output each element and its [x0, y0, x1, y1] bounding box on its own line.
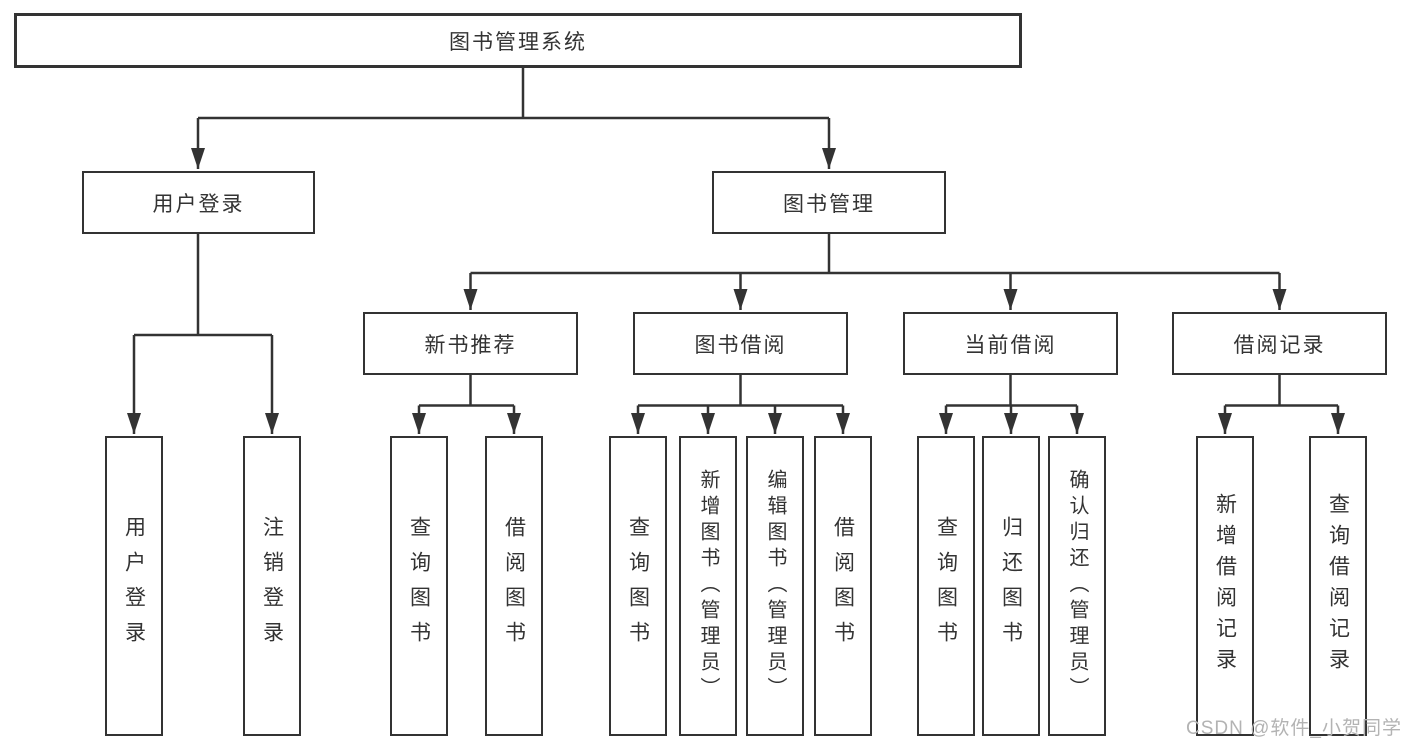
node-label: 用户登录	[122, 516, 146, 656]
node-label: 查询图书	[934, 516, 958, 656]
node-query-borrow-record: 查询借阅记录	[1309, 436, 1367, 736]
node-label: 归还图书	[999, 516, 1023, 656]
node-confirm-return-admin: 确认归还（管理员）	[1048, 436, 1106, 736]
node-book-borrowing: 图书借阅	[633, 312, 848, 375]
node-label: 查询图书	[626, 516, 650, 656]
csdn-watermark: CSDN @软件_小贺同学	[1186, 718, 1402, 739]
node-book-management: 图书管理	[712, 171, 946, 234]
node-label: 查询图书	[407, 516, 431, 656]
node-label: 注销登录	[260, 516, 284, 656]
node-label: 借阅记录	[1233, 333, 1326, 357]
node-add-books-admin: 新增图书（管理员）	[679, 436, 737, 736]
node-label: 图书管理	[783, 192, 875, 216]
node-add-borrow-record: 新增借阅记录	[1196, 436, 1254, 736]
node-return-books: 归还图书	[982, 436, 1040, 736]
node-current-query-books: 查询图书	[917, 436, 975, 736]
node-user-login-action: 用户登录	[105, 436, 163, 736]
node-library-management-system: 图书管理系统	[14, 13, 1022, 68]
node-borrow-query-books: 查询图书	[609, 436, 667, 736]
node-current-borrowing: 当前借阅	[903, 312, 1118, 375]
node-label: 图书借阅	[694, 333, 787, 357]
node-label: 图书管理系统	[449, 30, 587, 54]
node-user-login: 用户登录	[82, 171, 315, 234]
node-borrowing-records: 借阅记录	[1172, 312, 1387, 375]
node-label: 当前借阅	[964, 333, 1057, 357]
node-label: 确认归还（管理员）	[1066, 469, 1088, 703]
node-label: 用户登录	[152, 192, 245, 216]
node-label: 编辑图书（管理员）	[764, 469, 786, 703]
node-recommend-query-books: 查询图书	[390, 436, 448, 736]
node-label: 借阅图书	[502, 516, 526, 656]
node-label: 新书推荐	[424, 333, 517, 357]
node-new-book-recommendation: 新书推荐	[363, 312, 578, 375]
node-label: 新增图书（管理员）	[697, 469, 719, 703]
node-borrow-books: 借阅图书	[814, 436, 872, 736]
node-logout: 注销登录	[243, 436, 301, 736]
node-recommend-borrow-books: 借阅图书	[485, 436, 543, 736]
node-label: 查询借阅记录	[1326, 493, 1350, 679]
node-label: 新增借阅记录	[1213, 493, 1237, 679]
node-label: 借阅图书	[831, 516, 855, 656]
node-edit-books-admin: 编辑图书（管理员）	[746, 436, 804, 736]
